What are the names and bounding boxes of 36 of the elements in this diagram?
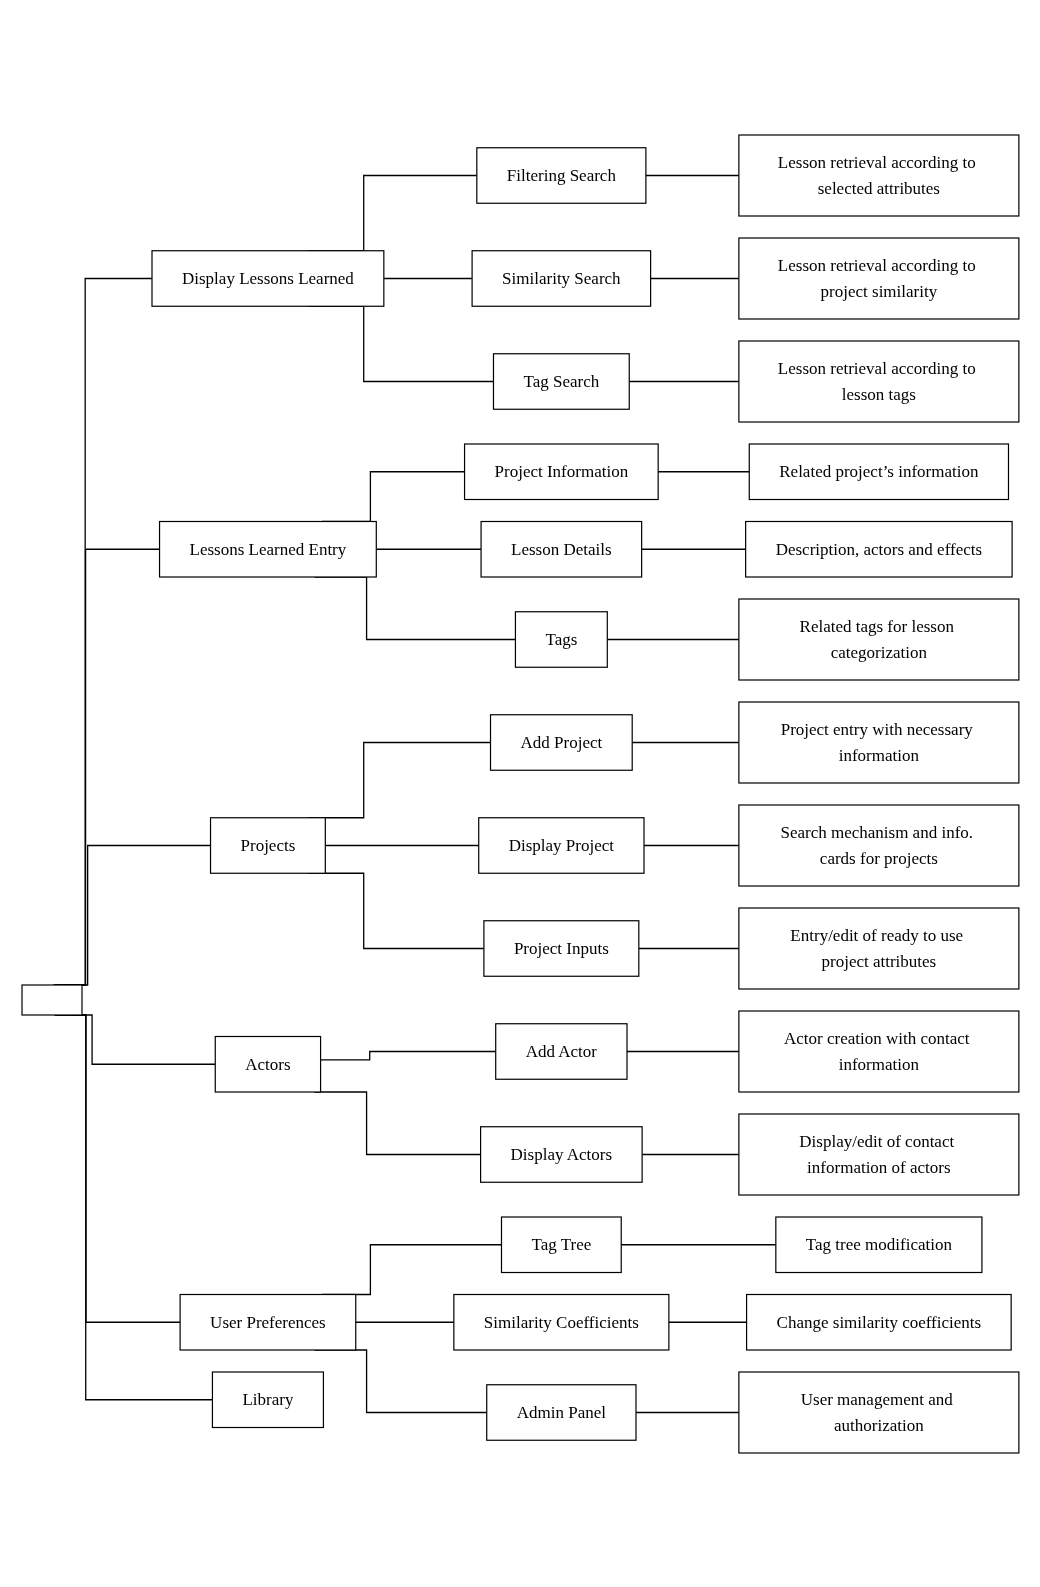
node-box: Tag Search [492,352,630,410]
node-box: Lesson retrieval according to project similarity [737,236,1020,320]
node-box: Lesson retrieval according to selected attributes [737,133,1020,217]
node-box: User Preferences [179,1293,356,1351]
node-box: Display Project [477,816,645,874]
node-box: Similarity Search [471,249,651,307]
node-box: Search mechanism and info. cards for projects [737,803,1020,887]
node-box: Lesson retrieval according to lesson tags [737,339,1020,423]
node-box: Projects [209,816,326,874]
node-box: Change similarity coefficients [745,1293,1012,1351]
node-box: Library [211,1370,324,1428]
node-box: Lesson Details [480,520,642,578]
node-box: Admin Panel [485,1383,637,1441]
node-box: Tag Tree [500,1215,622,1273]
node-box: Entry/edit of ready to use project attributes [737,906,1020,990]
node-box: Project Information [463,442,659,500]
node-box: Add Project [489,713,633,771]
node-box: Actors [214,1035,321,1093]
node-box: Display Lessons Learned [150,249,384,307]
node-box: Similarity Coefficients [452,1293,670,1351]
node-box: Related project’s information [748,442,1009,500]
node-box: Project Inputs [482,919,639,977]
node-box: Tag tree modification [774,1215,983,1273]
node-box [20,983,83,1016]
node-box: Tags [514,610,608,668]
node-box: Filtering Search [475,146,647,204]
node-box: User management and authorization [737,1370,1020,1454]
connector [324,844,479,846]
node-box: Description, actors and effects [744,520,1013,578]
node-box: Add Actor [494,1022,628,1080]
node-box: Related tags for lesson categorization [737,597,1020,681]
node-box: Actor creation with contact information [737,1009,1020,1093]
node-box: Display Actors [479,1125,643,1183]
node-box: Display/edit of contact information of actors [737,1112,1020,1196]
node-box: Lessons Learned Entry [158,520,377,578]
node-box: Project entry with necessary information [737,700,1020,784]
